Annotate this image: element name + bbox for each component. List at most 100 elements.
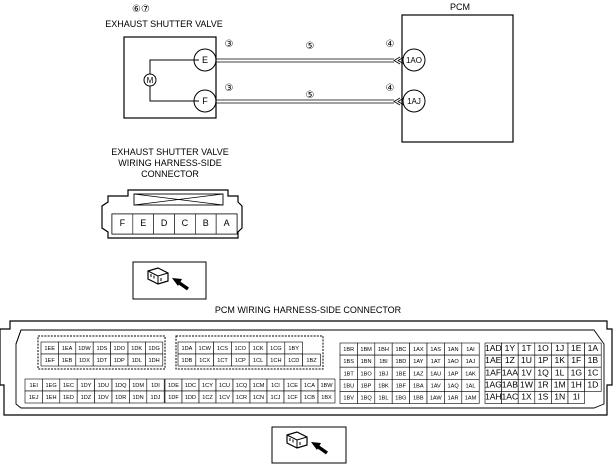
pcm-pin-1r: 1R bbox=[538, 379, 549, 389]
pcm-pin-1cd: 1CD bbox=[288, 358, 299, 364]
valve-terminal-e-label: E bbox=[202, 55, 208, 65]
pcm-terminal-1aj bbox=[402, 89, 426, 113]
valve-pin-c: C bbox=[182, 218, 189, 228]
pcm-pin-1x: 1X bbox=[521, 391, 532, 401]
pcm-pin-1cl: 1CL bbox=[253, 358, 263, 364]
pcm-pin-1dj-cell bbox=[146, 390, 165, 404]
pcm-pin-1am: 1AM bbox=[465, 395, 477, 401]
shutter-circled-numbers: ⑥⑦ bbox=[132, 4, 150, 15]
pcm-pin-1ed: 1ED bbox=[63, 395, 74, 401]
wire-e-valve-note: ③ bbox=[225, 39, 234, 50]
pcm-pin-1s: 1S bbox=[538, 391, 549, 401]
pcm-pin-1c: 1C bbox=[587, 367, 598, 377]
pcm-pin-1bi: 1BI bbox=[379, 359, 388, 365]
pcm-pin-1ch: 1CH bbox=[270, 358, 281, 364]
connector-view-icon bbox=[271, 426, 347, 464]
pcm-pin-1dh-cell bbox=[145, 353, 164, 367]
pcm-pin-1cy: 1CY bbox=[202, 383, 213, 389]
pcm-pin-1bk: 1BK bbox=[378, 383, 389, 389]
pcm-pin-1an: 1AN bbox=[448, 347, 459, 353]
pcm-pin-1as: 1AS bbox=[430, 347, 441, 353]
pcm-pin-1ea: 1EA bbox=[62, 346, 73, 352]
pcm-pin-1ee: 1EE bbox=[44, 346, 55, 352]
pcm-pin-1aq: 1AQ bbox=[447, 383, 459, 389]
pcm-pin-1dj: 1DJ bbox=[151, 395, 161, 401]
pcm-pin-1eg: 1EG bbox=[45, 383, 56, 389]
pcm-pin-1ds: 1DS bbox=[96, 346, 107, 352]
wire-e-pcm-note: ④ bbox=[386, 39, 395, 50]
pcm-terminal-1ao bbox=[402, 48, 426, 72]
pcm-pin-1bc: 1BC bbox=[395, 347, 406, 353]
wire-f-mid-note: ⑤ bbox=[306, 90, 315, 101]
harness-title-line-2: WIRING HARNESS-SIDE bbox=[118, 158, 222, 168]
pcm-pin-1dw: 1DW bbox=[78, 346, 91, 352]
valve-pin-e: E bbox=[140, 218, 146, 228]
pcm-pin-1a: 1A bbox=[588, 343, 599, 353]
wire-e-to-1ao bbox=[216, 56, 405, 65]
pcm-pin-1az: 1AZ bbox=[413, 371, 424, 377]
pcm-pin-1bo: 1BO bbox=[360, 371, 372, 377]
pcm-pin-1dm: 1DM bbox=[132, 383, 144, 389]
wire-f-pcm-note: ④ bbox=[386, 83, 395, 94]
pcm-pin-1cx: 1CX bbox=[199, 358, 210, 364]
pcm-pin-1t: 1T bbox=[521, 343, 532, 353]
pcm-pin-1dn: 1DN bbox=[132, 395, 143, 401]
pcm-pin-1z: 1Z bbox=[505, 355, 515, 365]
pcm-pin-1by: 1BY bbox=[288, 346, 299, 352]
pcm-pin-1cu: 1CU bbox=[219, 383, 230, 389]
pcm-pin-1l: 1L bbox=[555, 367, 565, 377]
pcm-pin-1bf: 1BF bbox=[396, 383, 407, 389]
pcm-pin-1do: 1DO bbox=[114, 346, 126, 352]
pcm-pin-1bs: 1BS bbox=[343, 359, 354, 365]
pcm-pin-1ap: 1AP bbox=[448, 371, 459, 377]
pcm-pin-1ab: 1AB bbox=[502, 379, 519, 389]
pcm-pin-1k: 1K bbox=[554, 355, 565, 365]
pcm-pin-1ad: 1AD bbox=[485, 343, 502, 353]
pcm-pin-1ax: 1AX bbox=[413, 347, 424, 353]
pcm-pin-1cn: 1CN bbox=[253, 395, 264, 401]
pcm-pin-1dx: 1DX bbox=[79, 358, 90, 364]
pcm-pin-1cg: 1CG bbox=[270, 346, 282, 352]
pcm-block-2-shield bbox=[175, 335, 324, 370]
pcm-pin-1d: 1D bbox=[587, 379, 598, 389]
pcm-pin-1ae: 1AE bbox=[485, 355, 502, 365]
pcm-connector-title: PCM WIRING HARNESS-SIDE CONNECTOR bbox=[215, 305, 402, 315]
wire-f-to-1aj bbox=[216, 97, 405, 106]
pcm-pin-1df: 1DF bbox=[168, 395, 179, 401]
wire-e-mid-note: ⑤ bbox=[306, 41, 315, 52]
motor-symbol bbox=[143, 73, 157, 87]
pcm-pin-1cz: 1CZ bbox=[202, 395, 213, 401]
pcm-terminal-1aj-label: 1AJ bbox=[407, 97, 421, 106]
pcm-pin-1dq: 1DQ bbox=[115, 383, 127, 389]
pcm-pin-1bb: 1BB bbox=[413, 395, 424, 401]
pcm-pin-1be: 1BE bbox=[396, 371, 407, 377]
wire-f-valve-note: ③ bbox=[225, 83, 234, 94]
pcm-pin-1bj: 1BJ bbox=[379, 371, 389, 377]
pcm-pin-1bn: 1BN bbox=[361, 359, 372, 365]
harness-title-line-1: EXHAUST SHUTTER VALVE bbox=[111, 147, 229, 157]
pcm-pin-1dl: 1DL bbox=[132, 358, 142, 364]
pcm-pin-1dp: 1DP bbox=[114, 358, 125, 364]
pcm-pin-1dh: 1DH bbox=[148, 358, 159, 364]
valve-terminal-e bbox=[193, 48, 217, 72]
pcm-pin-1bx: 1BX bbox=[321, 395, 332, 401]
valve-pin-f: F bbox=[120, 218, 126, 228]
shutter-valve-box bbox=[123, 36, 217, 119]
pcm-pin-1j: 1J bbox=[555, 343, 564, 353]
pcm-pin-1i: 1I bbox=[573, 391, 580, 401]
pcm-pin-1d-cell bbox=[584, 378, 602, 392]
pcm-pin-1am-cell bbox=[461, 391, 480, 404]
harness-title-line-3: CONNECTOR bbox=[141, 169, 199, 179]
motor-wire-bottom bbox=[149, 86, 199, 102]
connector-view-icon bbox=[132, 261, 207, 300]
pcm-box bbox=[401, 14, 514, 143]
pcm-pin-1dd: 1DD bbox=[185, 395, 196, 401]
pcm-pin-1bx-cell bbox=[317, 390, 336, 404]
pcm-pin-1ec: 1EC bbox=[63, 383, 74, 389]
pcm-pin-1de: 1DE bbox=[168, 383, 179, 389]
pcm-pin-1ci: 1CI bbox=[271, 383, 280, 389]
pcm-pin-1ay: 1AY bbox=[413, 359, 423, 365]
pcm-pin-1bz-cell bbox=[302, 353, 321, 367]
pcm-pin-1bd: 1BD bbox=[395, 359, 406, 365]
